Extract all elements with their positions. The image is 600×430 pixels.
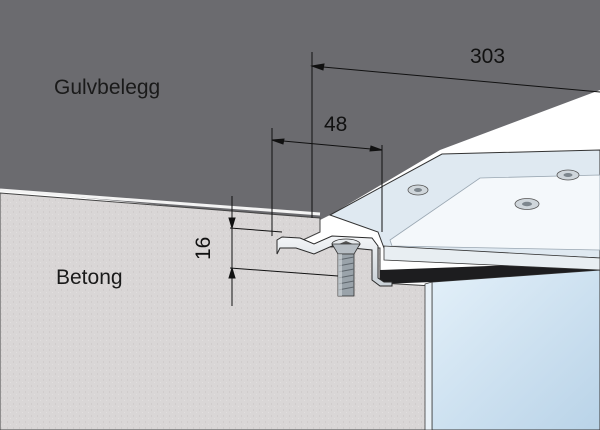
plate-bolt-icon [407, 184, 429, 196]
floor-covering-area [0, 0, 600, 220]
dimension-48 [271, 128, 383, 236]
dimension-16 [228, 196, 339, 306]
plate-bolt-icon [556, 169, 580, 181]
overall-width-dimension-label: 303 [470, 45, 506, 68]
floor-covering-label: Gulvbelegg [54, 76, 161, 99]
step-panel-edge [424, 281, 433, 430]
countersunk-screw-icon [331, 238, 361, 297]
profile-width-dimension-label: 48 [324, 113, 348, 136]
dimension-303 [310, 52, 600, 218]
concrete-block [0, 192, 433, 430]
step-panel-face [431, 269, 600, 430]
profile-height-dimension-label: 16 [192, 236, 215, 260]
concrete-top-edge [0, 188, 321, 216]
top-plate-front-edge [383, 245, 600, 271]
steel-profile [276, 235, 393, 287]
plate-bolt-icon [514, 198, 540, 210]
concrete-label: Betong [56, 266, 123, 289]
top-plate-inner [389, 174, 600, 251]
